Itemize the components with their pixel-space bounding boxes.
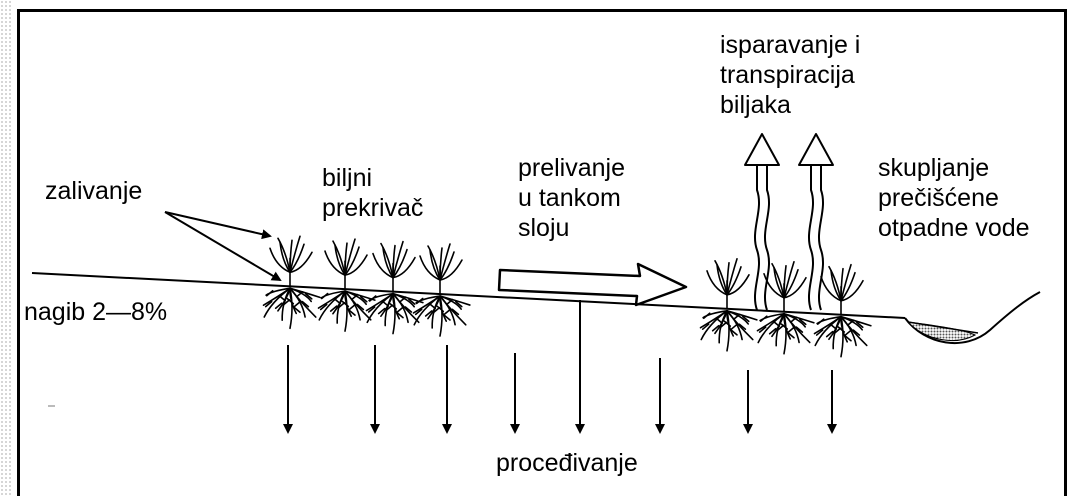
wavy-up-arrow-icon	[799, 134, 833, 310]
label-irrigation: zalivanje	[45, 176, 142, 206]
wavy-up-arrow-icon	[745, 134, 779, 310]
plant-group	[263, 236, 870, 356]
plant-icon	[413, 244, 469, 336]
label-collection: skupljanje prečišćene otpadne vode	[878, 153, 1030, 243]
irrigation-arrow-lower	[165, 212, 280, 280]
label-plant-cover: biljni prekrivač	[322, 163, 423, 223]
label-slope: nagib 2—8%	[24, 297, 167, 327]
plant-icon	[263, 236, 319, 328]
label-evapotranspiration: isparavanje i transpiracija biljaka	[720, 30, 860, 120]
label-percolation: procеđivanje	[496, 448, 638, 478]
plant-icon	[700, 259, 756, 351]
plant-icon	[366, 242, 422, 334]
irrigation-arrow-upper	[165, 212, 270, 236]
plant-icon	[814, 265, 870, 357]
label-overland-flow: prelivanje u tankom sloju	[518, 153, 625, 243]
plant-icon	[318, 239, 374, 331]
